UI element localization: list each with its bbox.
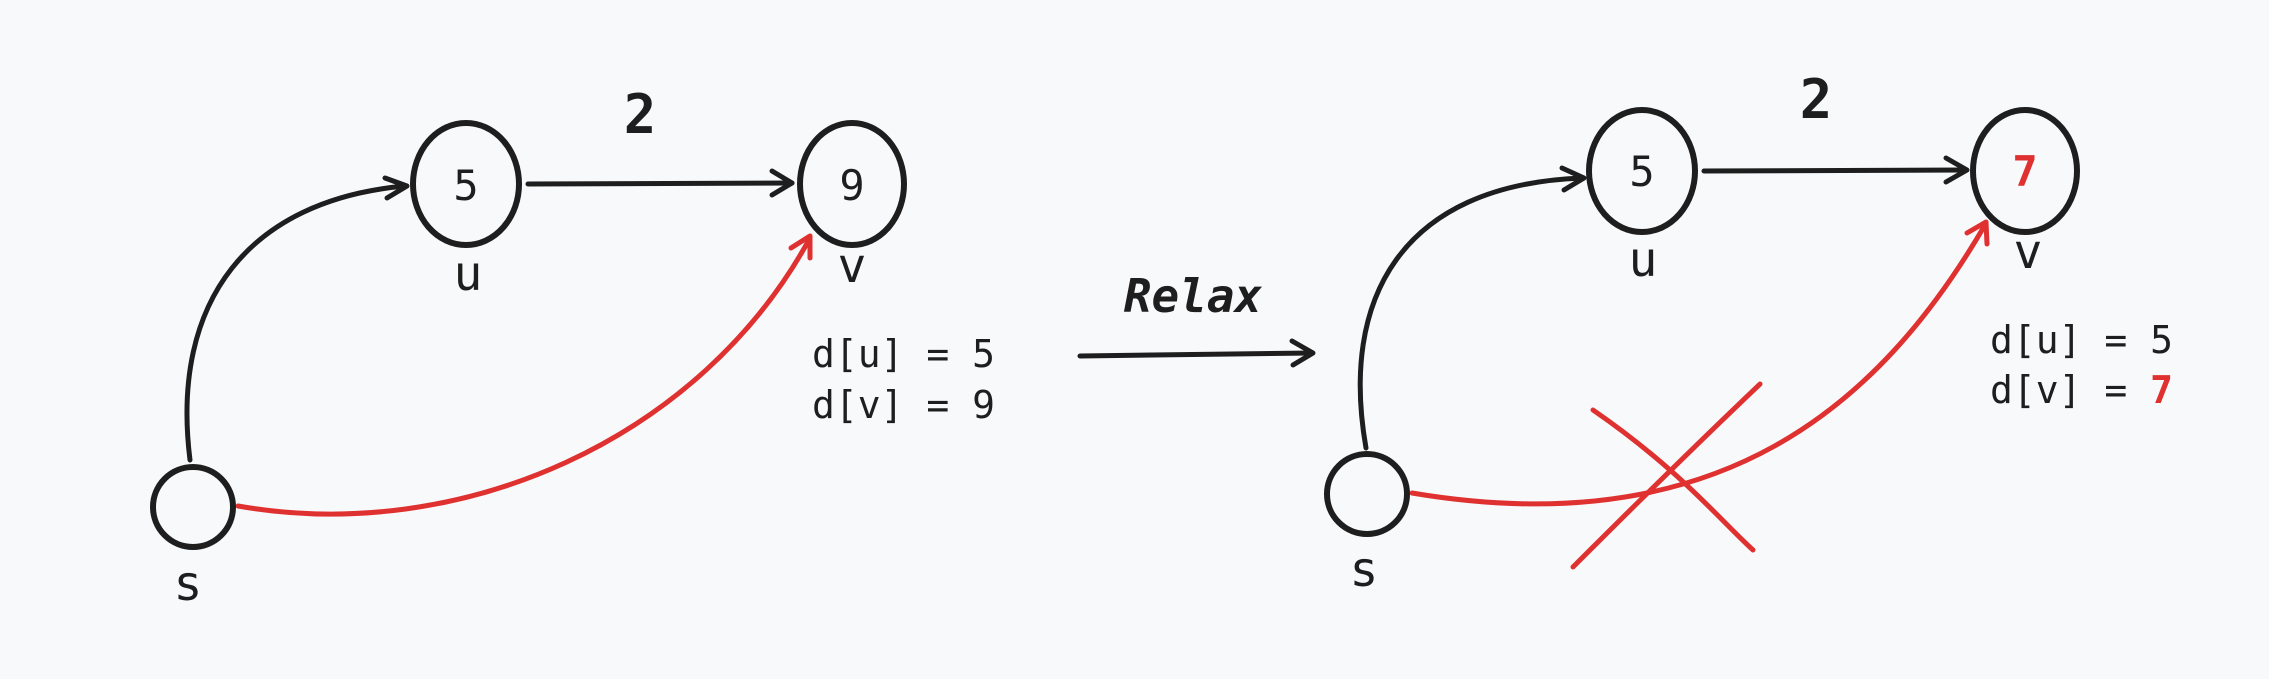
edge-weight-before: 2 (624, 83, 657, 146)
before-graph: 5 9 s u v 2 d[u] = 5 d[v] = 9 (150, 83, 995, 612)
node-v-value-before: 9 (839, 161, 864, 210)
edge-s-to-v-arrowhead-before (788, 233, 813, 261)
node-v-value-after: 7 (2012, 147, 2037, 196)
after-graph: 5 7 s u v 2 d[u] = 5 d[v] = 7 (1324, 68, 2173, 598)
edge-weight-after: 2 (1800, 68, 1833, 131)
node-s-before (150, 464, 236, 550)
node-u-value-before: 5 (453, 161, 478, 210)
edge-s-to-v-after (1409, 222, 1988, 507)
dist-v-before: d[v] = 9 (812, 383, 995, 427)
node-u-label-before: u (454, 246, 483, 302)
edge-s-to-v-arrowhead-after (1964, 219, 1990, 247)
edge-u-to-v-before (525, 180, 795, 187)
node-v-after (1970, 107, 2080, 235)
dist-v-after: d[v] = 7 (1990, 368, 2173, 412)
node-s-label-before: s (174, 556, 203, 612)
edge-u-to-v-arrowhead-before (769, 168, 795, 198)
dist-v-after-value: 7 (2150, 368, 2173, 412)
edge-s-to-u-after (1357, 175, 1585, 451)
node-v-label-before: v (838, 238, 867, 294)
cross-mark-stroke-2 (1570, 381, 1763, 570)
node-v-before (797, 120, 907, 248)
edge-s-to-u-before (184, 183, 408, 463)
cross-mark-stroke-1 (1590, 407, 1756, 553)
node-u-label-after: u (1629, 232, 1658, 288)
node-u-after (1586, 107, 1698, 235)
edge-u-to-v-arrowhead-after (1943, 155, 1970, 185)
node-u-value-after: 5 (1629, 147, 1654, 196)
relax-label: Relax (1124, 269, 1263, 323)
dist-v-after-prefix: d[v] = (1990, 368, 2150, 412)
edge-s-to-u-arrowhead-before (382, 175, 410, 201)
node-u-before (410, 120, 522, 248)
edge-s-to-v-before (235, 235, 813, 517)
relax-arrow (1077, 350, 1315, 359)
edge-s-to-u-arrowhead-after (1559, 165, 1587, 193)
dist-u-after: d[u] = 5 (1990, 318, 2173, 362)
edge-u-to-v-after (1701, 167, 1969, 174)
node-s-after (1324, 451, 1410, 537)
relax-arrowhead (1289, 338, 1316, 368)
dist-u-before: d[u] = 5 (812, 332, 995, 376)
relax-transition: Relax (1077, 269, 1316, 368)
node-v-label-after: v (2014, 224, 2043, 280)
node-s-label-after: s (1350, 542, 1379, 598)
